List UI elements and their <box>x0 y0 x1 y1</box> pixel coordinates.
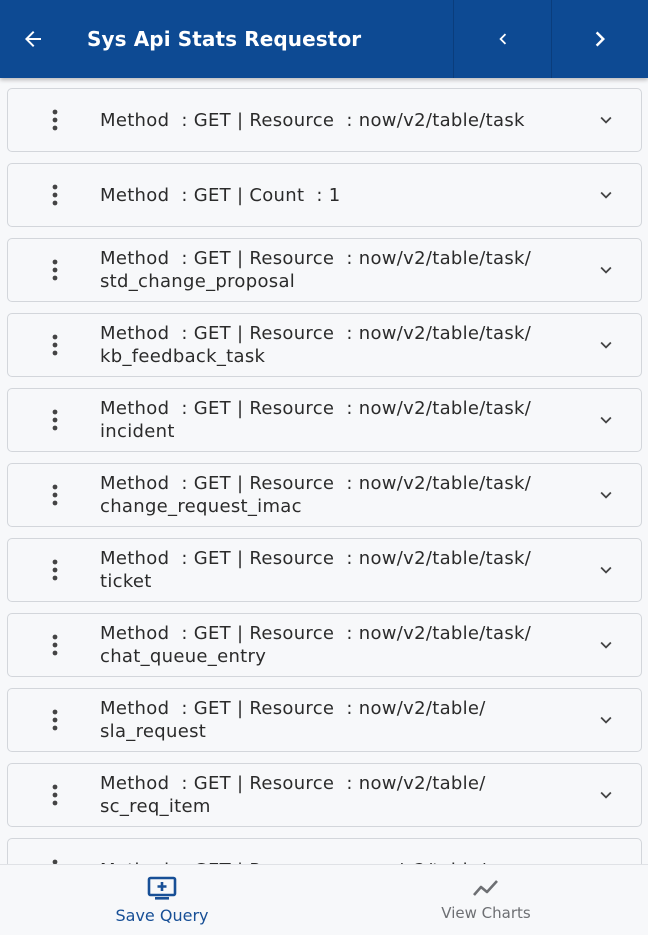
more-options-button[interactable] <box>8 239 100 301</box>
more-options-button[interactable] <box>8 464 100 526</box>
kebab-menu-icon <box>52 709 58 731</box>
expand-button[interactable] <box>571 464 641 526</box>
more-options-button[interactable] <box>8 314 100 376</box>
chevron-down-icon <box>600 716 612 724</box>
list-item[interactable]: Method : GET | Resource : now/v2/table/t… <box>7 613 642 677</box>
chevron-left-icon <box>498 33 506 45</box>
list-item-text: Method : GET | Resource : now/v2/table/ … <box>100 773 486 817</box>
save-query-label: Save Query <box>115 905 209 925</box>
kebab-menu-icon <box>52 634 58 656</box>
chevron-down-icon <box>600 191 612 199</box>
expand-button[interactable] <box>571 839 641 864</box>
list-item[interactable]: Method : GET | Resource : now/v2/table/t… <box>7 88 642 152</box>
expand-button[interactable] <box>571 689 641 751</box>
view-charts-label: View Charts <box>441 904 531 922</box>
list-item-text: Method : GET | Resource : now/v2/table/t… <box>100 109 525 131</box>
chevron-down-icon <box>600 566 612 574</box>
chevron-down-icon <box>600 416 612 424</box>
next-button[interactable] <box>551 0 648 78</box>
list-item-text: Method : GET | Resource : now/v2/table/t… <box>100 248 532 292</box>
list-item-text: Method : GET | Resource : now/v2/table/t… <box>100 473 532 517</box>
list-item-text: Method : GET | Resource : now/v2/table/t… <box>100 323 532 367</box>
list-item-text: Method : GET | Count : 1 <box>100 184 341 206</box>
expand-button[interactable] <box>571 539 641 601</box>
list-item[interactable]: Method : GET | Resource : now/v2/table/t… <box>7 313 642 377</box>
kebab-menu-icon <box>52 859 58 864</box>
view-charts-tab[interactable]: View Charts <box>324 865 648 935</box>
expand-button[interactable] <box>571 89 641 151</box>
list-item-text: Method : GET | Resource : now/v2/table/t… <box>100 398 532 442</box>
chevron-down-icon <box>600 341 612 349</box>
list-item-text: Method : GET | Resource : now/v2/table/ <box>100 859 571 865</box>
kebab-menu-icon <box>52 559 58 581</box>
kebab-menu-icon <box>52 109 58 131</box>
list-item[interactable]: Method : GET | Resource : now/v2/table/t… <box>7 388 642 452</box>
list-item-text: Method : GET | Resource : now/v2/table/ … <box>100 698 486 742</box>
more-options-button[interactable] <box>8 164 100 226</box>
arrow-left-icon <box>25 31 41 47</box>
list-item[interactable]: Method : GET | Resource : now/v2/table/t… <box>7 538 642 602</box>
kebab-menu-icon <box>52 334 58 356</box>
list-item[interactable]: Method : GET | Resource : now/v2/table/t… <box>7 238 642 302</box>
more-options-button[interactable] <box>8 389 100 451</box>
more-options-button[interactable] <box>8 839 100 864</box>
chevron-right-icon <box>595 31 605 47</box>
more-options-button[interactable] <box>8 764 100 826</box>
chevron-down-icon <box>600 266 612 274</box>
list-item[interactable]: Method : GET | Count : 1 <box>7 163 642 227</box>
more-options-button[interactable] <box>8 89 100 151</box>
kebab-menu-icon <box>52 484 58 506</box>
kebab-menu-icon <box>52 409 58 431</box>
expand-button[interactable] <box>571 314 641 376</box>
list-item[interactable]: Method : GET | Resource : now/v2/table/ … <box>7 763 642 827</box>
monitor-plus-icon <box>147 876 177 900</box>
expand-button[interactable] <box>571 389 641 451</box>
chevron-down-icon <box>600 791 612 799</box>
expand-button[interactable] <box>571 764 641 826</box>
list-item[interactable]: Method : GET | Resource : now/v2/table/ … <box>7 688 642 752</box>
chevron-down-icon <box>600 116 612 124</box>
expand-button[interactable] <box>571 239 641 301</box>
list-item[interactable]: Method : GET | Resource : now/v2/table/t… <box>7 463 642 527</box>
back-button[interactable] <box>0 0 66 78</box>
kebab-menu-icon <box>52 259 58 281</box>
list-item-text: Method : GET | Resource : now/v2/table/t… <box>100 623 532 667</box>
save-query-tab[interactable]: Save Query <box>0 865 324 935</box>
more-options-button[interactable] <box>8 689 100 751</box>
request-list: Method : GET | Resource : now/v2/table/t… <box>0 78 648 864</box>
previous-button[interactable] <box>453 0 551 78</box>
more-options-button[interactable] <box>8 614 100 676</box>
trend-line-icon <box>473 880 498 896</box>
chevron-down-icon <box>600 491 612 499</box>
bottom-navigation: Save Query View Charts <box>0 864 648 935</box>
more-options-button[interactable] <box>8 539 100 601</box>
app-bar: Sys Api Stats Requestor <box>0 0 648 78</box>
expand-button[interactable] <box>571 614 641 676</box>
kebab-menu-icon <box>52 184 58 206</box>
chevron-down-icon <box>600 641 612 649</box>
kebab-menu-icon <box>52 784 58 806</box>
list-item-text: Method : GET | Resource : now/v2/table/t… <box>100 548 532 592</box>
page-title: Sys Api Stats Requestor <box>87 27 362 51</box>
expand-button[interactable] <box>571 164 641 226</box>
list-item[interactable]: Method : GET | Resource : now/v2/table/ <box>7 838 642 864</box>
